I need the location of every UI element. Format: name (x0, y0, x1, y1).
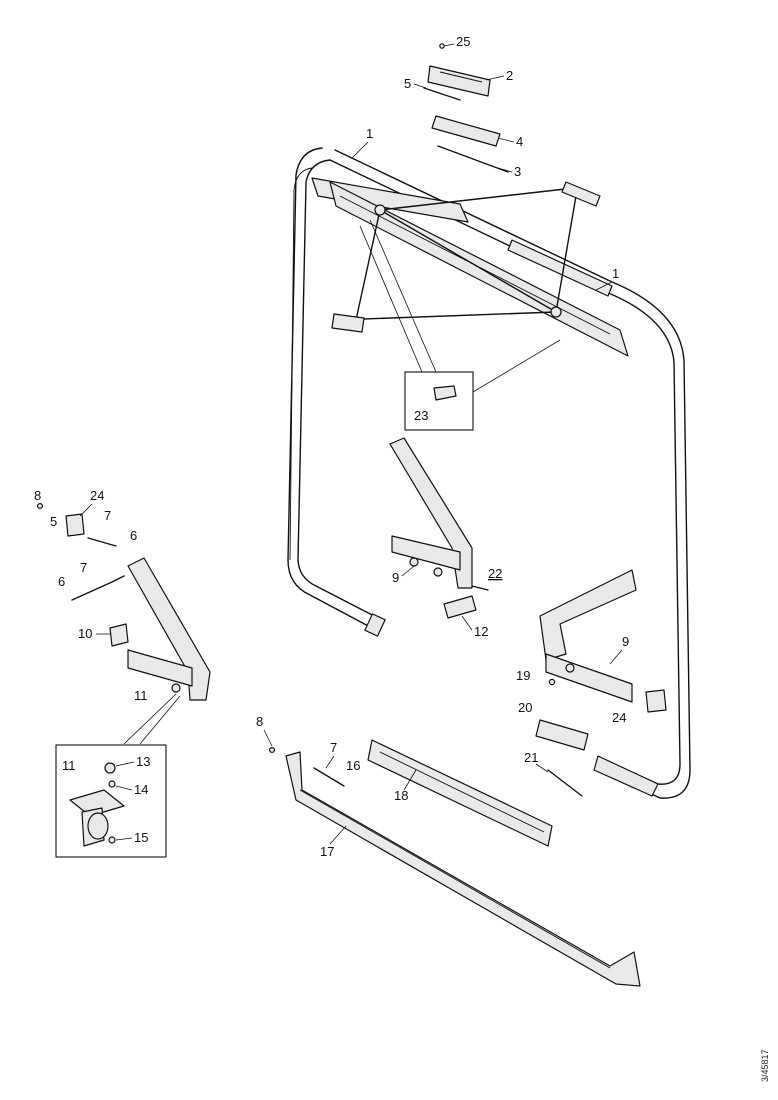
callout-21: 21 (524, 750, 538, 765)
callout-5-left: 5 (50, 514, 57, 529)
callout-24-left: 24 (90, 488, 104, 503)
callout-23: 23 (414, 408, 428, 423)
callout-14: 14 (134, 782, 148, 797)
callout-6-upper: 6 (130, 528, 137, 543)
callout-4: 4 (516, 134, 523, 149)
roof-rail-assembly (311, 177, 629, 357)
callout-11-inset: 11 (62, 758, 76, 773)
callout-20: 20 (518, 700, 532, 715)
callout-17: 17 (320, 844, 334, 859)
callout-18: 18 (394, 788, 408, 803)
callout-8-left: 8 (34, 488, 41, 503)
callout-10: 10 (78, 626, 92, 641)
callout-12: 12 (474, 624, 488, 639)
callout-1-top: 1 (366, 126, 373, 141)
center-bracket (389, 437, 489, 619)
left-bracket (36, 503, 211, 745)
callout-9-right: 9 (622, 634, 629, 649)
callouts: 25 2 5 4 3 1 1 23 8 5 24 7 6 6 7 10 11 9… (34, 34, 629, 859)
callout-5-top: 5 (404, 76, 411, 91)
callout-6-lower: 6 (58, 574, 65, 589)
callout-19: 19 (516, 668, 530, 683)
top-brackets (423, 43, 509, 173)
callout-2: 2 (506, 68, 513, 83)
callout-22: 22 (488, 566, 502, 581)
callout-1-right: 1 (612, 266, 619, 281)
callout-3: 3 (514, 164, 521, 179)
callout-7-upper-left: 7 (104, 508, 111, 523)
callout-9-center: 9 (392, 570, 399, 585)
right-bracket (535, 569, 667, 797)
callout-13: 13 (136, 754, 150, 769)
callout-7-bottom: 7 (330, 740, 337, 755)
document-id: 3/45817 (760, 1049, 770, 1082)
callout-11-left: 11 (134, 688, 148, 703)
callout-25: 25 (456, 34, 470, 49)
callout-8-bottom: 8 (256, 714, 263, 729)
callout-7-lower-left: 7 (80, 560, 87, 575)
detail-box-23 (359, 219, 561, 431)
callout-15: 15 (134, 830, 148, 845)
window-frame (287, 147, 691, 799)
callout-24-right: 24 (612, 710, 626, 725)
lower-rails (269, 739, 641, 987)
detail-box-11 (55, 744, 167, 858)
callout-16: 16 (346, 758, 360, 773)
